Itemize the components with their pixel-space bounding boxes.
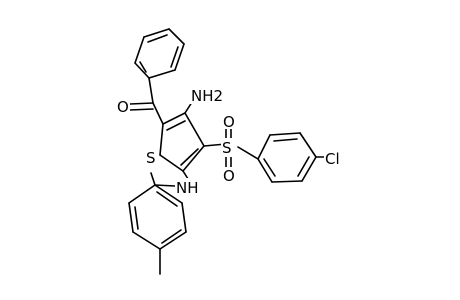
atom-label-o-carbonyl: O bbox=[117, 98, 129, 116]
atom-label-o-sulfonyl-top: O bbox=[223, 113, 235, 131]
chlorophenyl-ring bbox=[257, 132, 325, 183]
atom-label-cl: Cl bbox=[325, 150, 340, 168]
dimethylphenyl-ring bbox=[128, 172, 187, 275]
atom-label-s-sulfonyl: S bbox=[222, 139, 232, 157]
atom-labels: O NH2 S S O O Cl NH bbox=[116, 86, 346, 197]
thiophene-ring bbox=[159, 112, 205, 172]
atom-label-o-sulfonyl-bottom: O bbox=[223, 167, 235, 185]
carbonyl-group bbox=[129, 77, 164, 125]
atom-label-s-thiophene: S bbox=[146, 149, 156, 167]
atom-label-nh2: NH2 bbox=[191, 87, 223, 105]
atom-label-nh: NH bbox=[176, 179, 199, 197]
benzoyl-phenyl-ring bbox=[134, 28, 185, 79]
